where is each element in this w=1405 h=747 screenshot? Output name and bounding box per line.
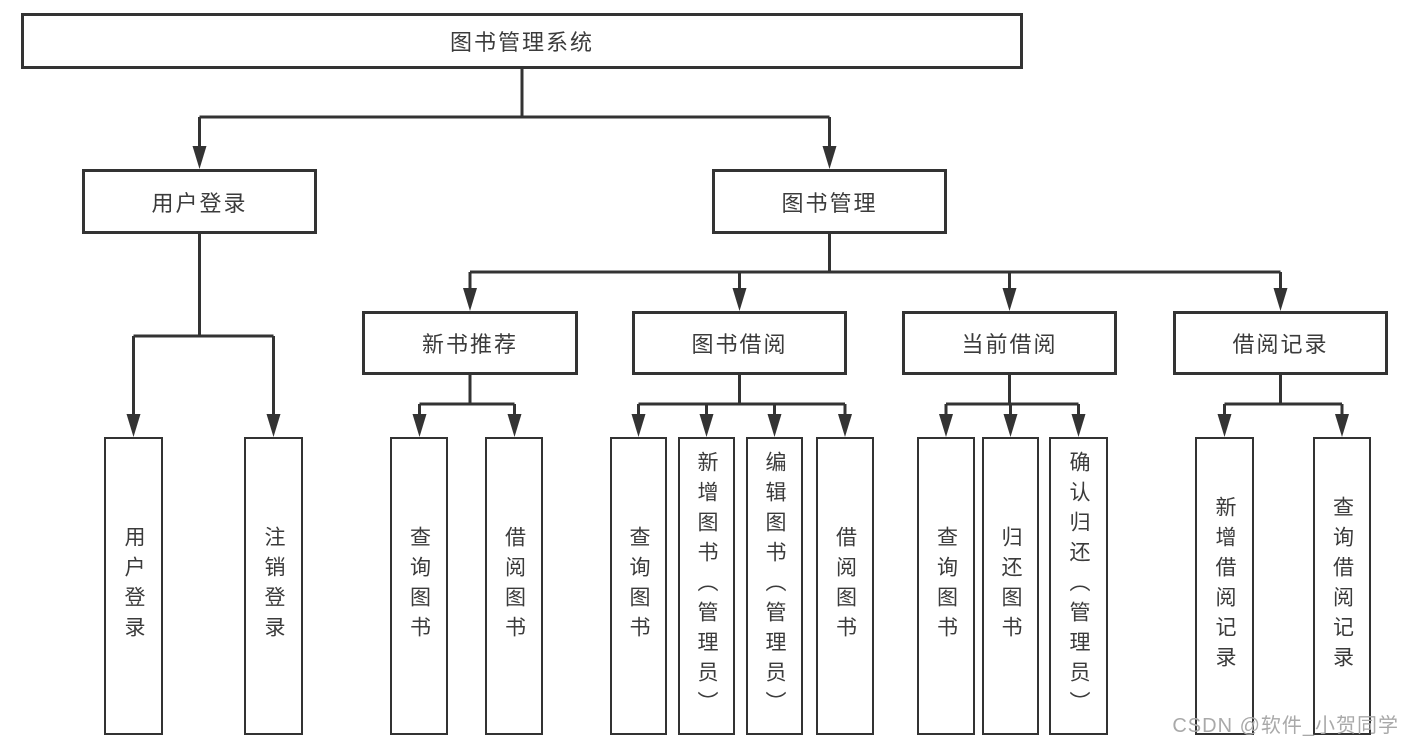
leaf-query-books-1: 查询图书 [390, 437, 448, 735]
node-user-login: 用户登录 [82, 169, 317, 234]
node-label: 注销登录 [262, 526, 285, 646]
node-label: 确认归还（管理员） [1067, 451, 1090, 721]
node-label: 图书管理 [781, 190, 878, 216]
leaf-add-borrow-record: 新增借阅记录 [1195, 437, 1254, 735]
leaf-query-borrow-record: 查询借阅记录 [1313, 437, 1371, 735]
node-root-system: 图书管理系统 [21, 13, 1023, 69]
node-label: 当前借阅 [961, 332, 1058, 357]
leaf-query-books-2: 查询图书 [610, 437, 667, 735]
node-borrow-records: 借阅记录 [1173, 311, 1388, 375]
node-current-borrow: 当前借阅 [902, 311, 1117, 375]
leaf-logout: 注销登录 [244, 437, 303, 735]
node-book-management: 图书管理 [712, 169, 947, 234]
node-label: 图书借阅 [691, 332, 788, 357]
node-label: 编辑图书（管理员） [763, 451, 786, 721]
node-label: 查询图书 [407, 526, 431, 646]
node-label: 归还图书 [999, 526, 1022, 646]
node-label: 新增借阅记录 [1213, 496, 1236, 676]
leaf-edit-books-admin: 编辑图书（管理员） [746, 437, 803, 735]
node-label: 借阅图书 [502, 526, 526, 646]
watermark-text: CSDN @软件_小贺同学 [1172, 715, 1399, 737]
leaf-return-books: 归还图书 [982, 437, 1039, 735]
node-label: 新书推荐 [421, 332, 518, 357]
node-label: 查询图书 [627, 526, 650, 646]
leaf-add-books-admin: 新增图书（管理员） [678, 437, 735, 735]
node-label: 用户登录 [122, 526, 145, 646]
node-label: 图书管理系统 [449, 30, 594, 55]
leaf-borrow-books-1: 借阅图书 [485, 437, 543, 735]
node-label: 借阅图书 [833, 526, 857, 646]
node-label: 用户登录 [151, 190, 248, 216]
node-new-book-recommend: 新书推荐 [362, 311, 578, 375]
node-label: 查询图书 [934, 526, 958, 646]
leaf-query-books-3: 查询图书 [917, 437, 975, 735]
leaf-confirm-return-admin: 确认归还（管理员） [1049, 437, 1108, 735]
leaf-user-login: 用户登录 [104, 437, 163, 735]
node-book-borrow: 图书借阅 [632, 311, 847, 375]
node-label: 借阅记录 [1232, 332, 1329, 357]
node-label: 新增图书（管理员） [695, 451, 718, 721]
node-label: 查询借阅记录 [1330, 496, 1354, 676]
leaf-borrow-books-2: 借阅图书 [816, 437, 874, 735]
arrowheads [126, 146, 1349, 437]
